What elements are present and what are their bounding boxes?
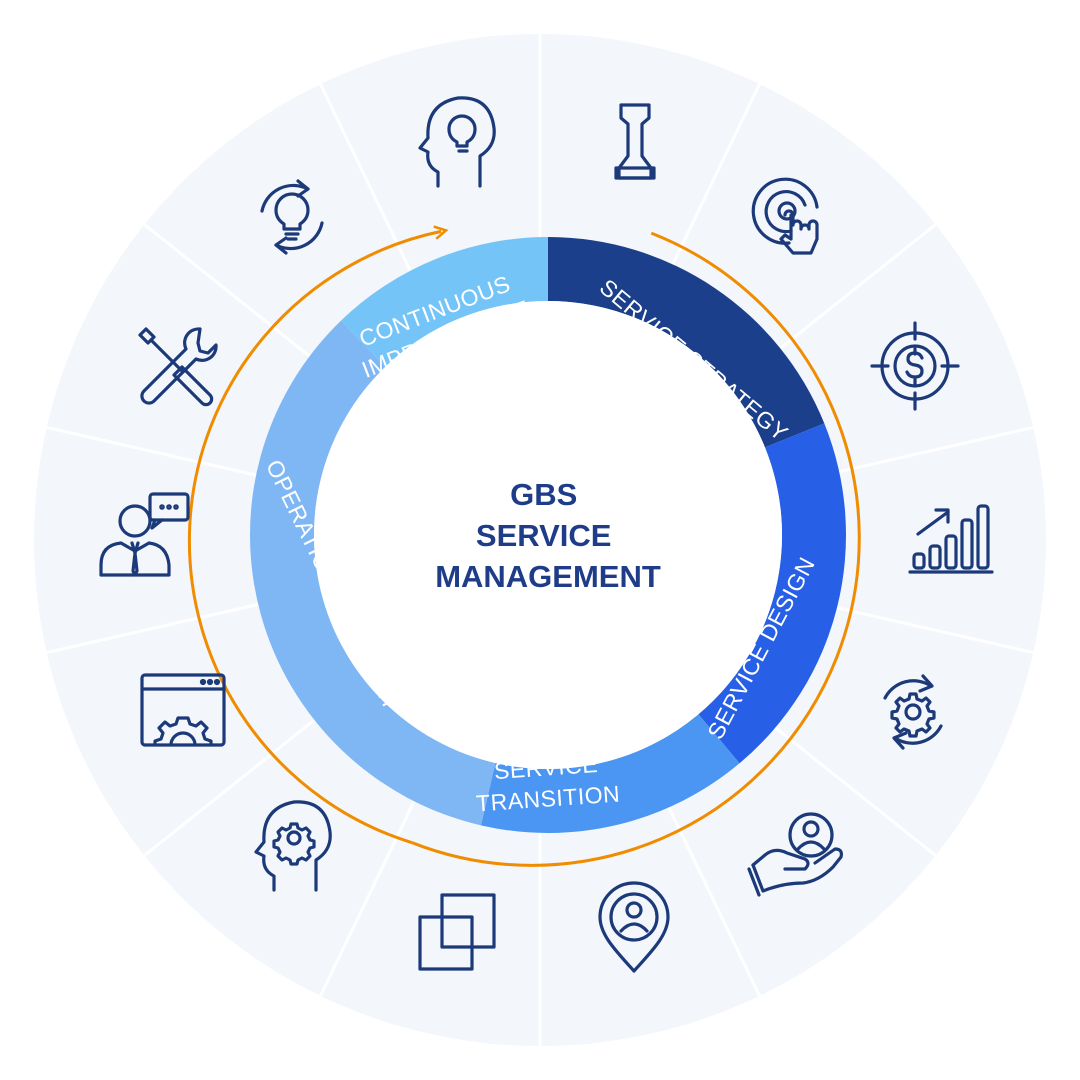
touch-target-icon xyxy=(751,177,819,255)
dollar-target-icon xyxy=(870,321,960,411)
continuous-improvement-segment xyxy=(340,237,548,367)
growth-chart-icon xyxy=(908,504,994,574)
operations-support-segment xyxy=(250,320,496,826)
center-title-line-1: GBS xyxy=(510,477,577,512)
hand-user-icon xyxy=(747,812,843,897)
cycle-arrow-left xyxy=(187,231,441,845)
tools-icon xyxy=(138,327,218,407)
browser-gear-icon xyxy=(140,673,226,747)
overlap-squares-icon xyxy=(418,893,496,971)
stage-ring xyxy=(250,237,846,833)
location-user-icon xyxy=(598,881,670,973)
center-title-line-3: MANAGEMENT xyxy=(435,559,661,594)
head-gear-icon xyxy=(254,800,332,892)
center-disc xyxy=(314,301,782,769)
service-transition-segment xyxy=(480,714,740,833)
chess-rook-icon xyxy=(614,103,656,180)
service-strategy-segment xyxy=(548,237,825,448)
gear-cycle-icon xyxy=(883,674,943,750)
head-bulb-icon xyxy=(418,96,496,188)
bulb-cycle-icon xyxy=(260,179,324,255)
speaker-chat-icon xyxy=(99,492,190,577)
center-title: GBS SERVICE MANAGEMENT xyxy=(435,477,661,594)
service-design-segment xyxy=(698,423,846,764)
cycle-arrow-right xyxy=(411,231,861,867)
center-title-line-2: SERVICE xyxy=(476,518,612,553)
